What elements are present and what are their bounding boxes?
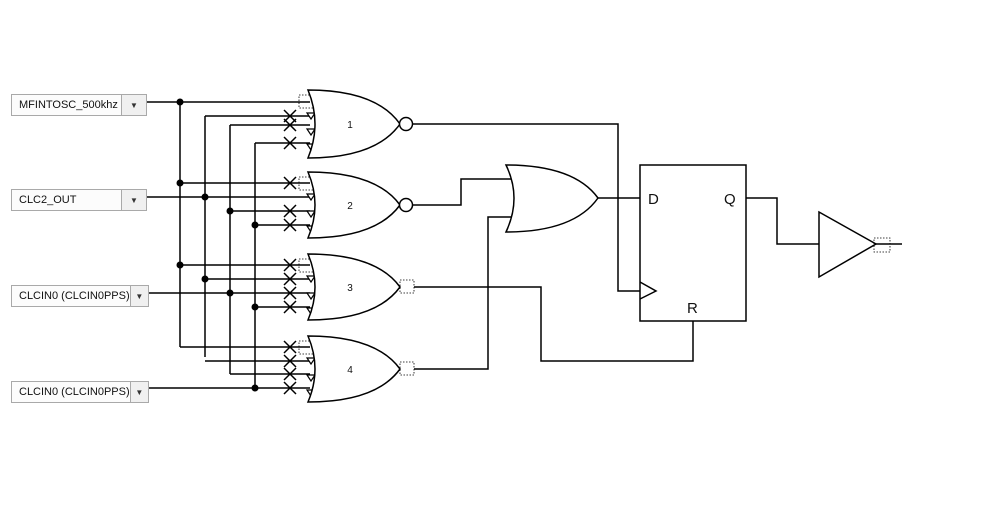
or-gate-combine[interactable] (504, 164, 599, 233)
or-gate-3[interactable]: 3 (306, 253, 415, 321)
chevron-down-icon: ▼ (135, 291, 144, 301)
ff-q-label: Q (724, 191, 736, 208)
d-flip-flop[interactable]: D Q R (639, 164, 747, 322)
input-select-2-value: CLC2_OUT (19, 194, 77, 206)
gate-label-4: 4 (347, 365, 353, 376)
input-select-2[interactable]: CLC2_OUT ▼ (11, 189, 147, 211)
input-select-4[interactable]: CLCIN0 (CLCIN0PPS) ▼ (11, 381, 149, 403)
input-select-4-value: CLCIN0 (CLCIN0PPS) (19, 386, 130, 398)
dropdown-button[interactable]: ▼ (121, 190, 146, 210)
chevron-down-icon: ▼ (135, 387, 144, 397)
or-gate-2[interactable]: 2 (306, 171, 414, 239)
input-wires (147, 101, 310, 389)
gate-input-markers (283, 94, 316, 397)
ff-d-label: D (648, 191, 659, 208)
junction-dots (176, 98, 259, 392)
clock-input-marker (639, 281, 658, 300)
dropdown-button[interactable]: ▼ (129, 286, 148, 306)
output-buffer[interactable] (818, 210, 891, 279)
gate-label-2: 2 (347, 201, 353, 212)
ff-r-label: R (687, 300, 698, 317)
input-select-3[interactable]: CLCIN0 (CLCIN0PPS) ▼ (11, 285, 149, 307)
or-gate-1[interactable]: 1 (306, 89, 414, 159)
dropdown-button[interactable]: ▼ (129, 382, 148, 402)
input-select-3-value: CLCIN0 (CLCIN0PPS) (19, 290, 130, 302)
or-gate-4[interactable]: 4 (306, 335, 415, 403)
gate-label-3: 3 (347, 283, 353, 294)
chevron-down-icon: ▼ (130, 100, 138, 110)
input-select-1-value: MFINTOSC_500khz (19, 99, 118, 111)
output-polarity-box[interactable] (873, 237, 891, 253)
gate-label-1: 1 (347, 120, 353, 131)
chevron-down-icon: ▼ (130, 195, 138, 205)
dropdown-button[interactable]: ▼ (121, 95, 146, 115)
output-wires (412, 123, 902, 370)
input-select-1[interactable]: MFINTOSC_500khz ▼ (11, 94, 147, 116)
